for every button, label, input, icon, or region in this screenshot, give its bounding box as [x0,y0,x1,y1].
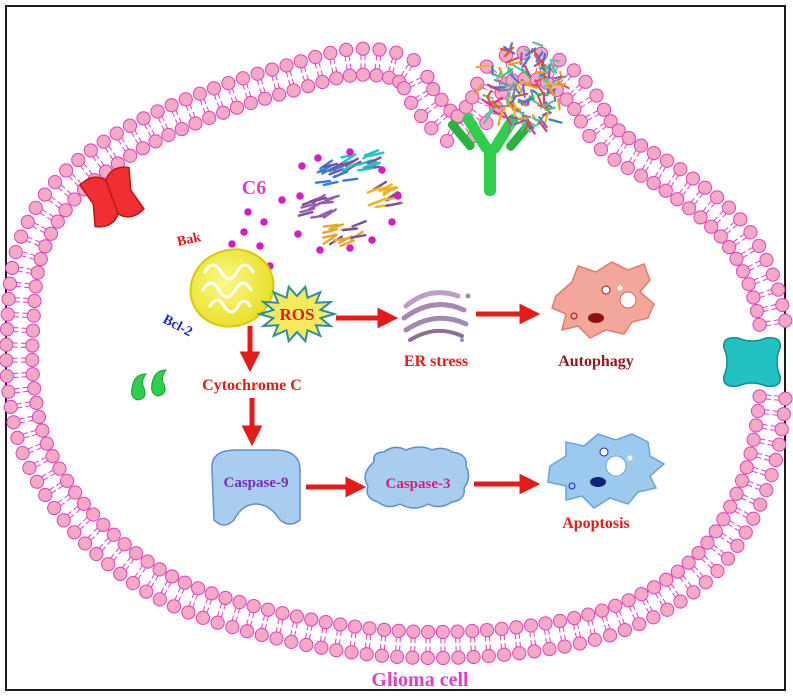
autophagy-label: Autophagy [558,353,634,370]
membrane-channel-teal [723,336,781,388]
caspase-9-shape: Caspase-9 [211,449,301,526]
er-stress-label: ER stress [404,353,468,370]
bak-label: Bak [176,230,203,250]
caspase-9-label: Caspase-9 [223,475,288,491]
cytochrome-c-label: Cytochrome C [202,377,302,394]
cytochrome-c-drops [131,369,168,401]
cell-membrane [0,41,793,666]
mitochondrion [189,248,275,328]
autophagy-cell [551,261,655,339]
c6-label: C6 [242,177,266,199]
apoptosis-cell [547,433,666,509]
ros-label: ROS [280,305,315,324]
protein-fragments [297,149,404,248]
endoplasmic-reticulum [401,290,471,342]
nanoparticle-cage [474,41,570,135]
caspase-3-shape: Caspase-3 [364,446,470,509]
glioma-cell-label: Glioma cell [371,669,469,691]
c6-drug-dots [228,148,402,270]
membrane-channel-red [79,166,145,228]
pathway-arrows [239,303,541,498]
bcl-2-label: Bcl-2 [160,312,195,340]
caspase-3-label: Caspase-3 [385,476,450,492]
apoptosis-label: Apoptosis [562,515,630,532]
ros-burst: ROS [256,284,338,344]
